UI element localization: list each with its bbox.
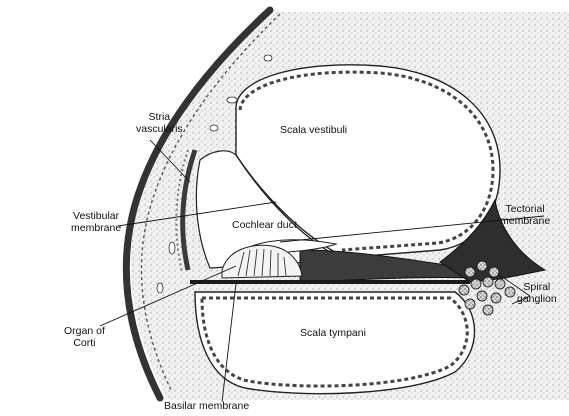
label-scala-tympani: Scala tympani [300,327,366,339]
label-spiral-ganglion: Spiral ganglion [517,281,557,305]
label-tectorial-membrane: Tectorial membrane [500,203,550,227]
label-stria-vascularis: Stria vascularis [136,111,183,135]
label-scala-vestibuli: Scala vestibuli [280,124,347,136]
label-basilar-membrane: Basilar membrane [164,400,249,412]
label-organ-of-corti: Organ of Corti [64,325,105,349]
label-cochlear-duct: Cochlear duct [232,219,297,231]
label-vestibular-membrane: Vestibular membrane [71,210,121,234]
